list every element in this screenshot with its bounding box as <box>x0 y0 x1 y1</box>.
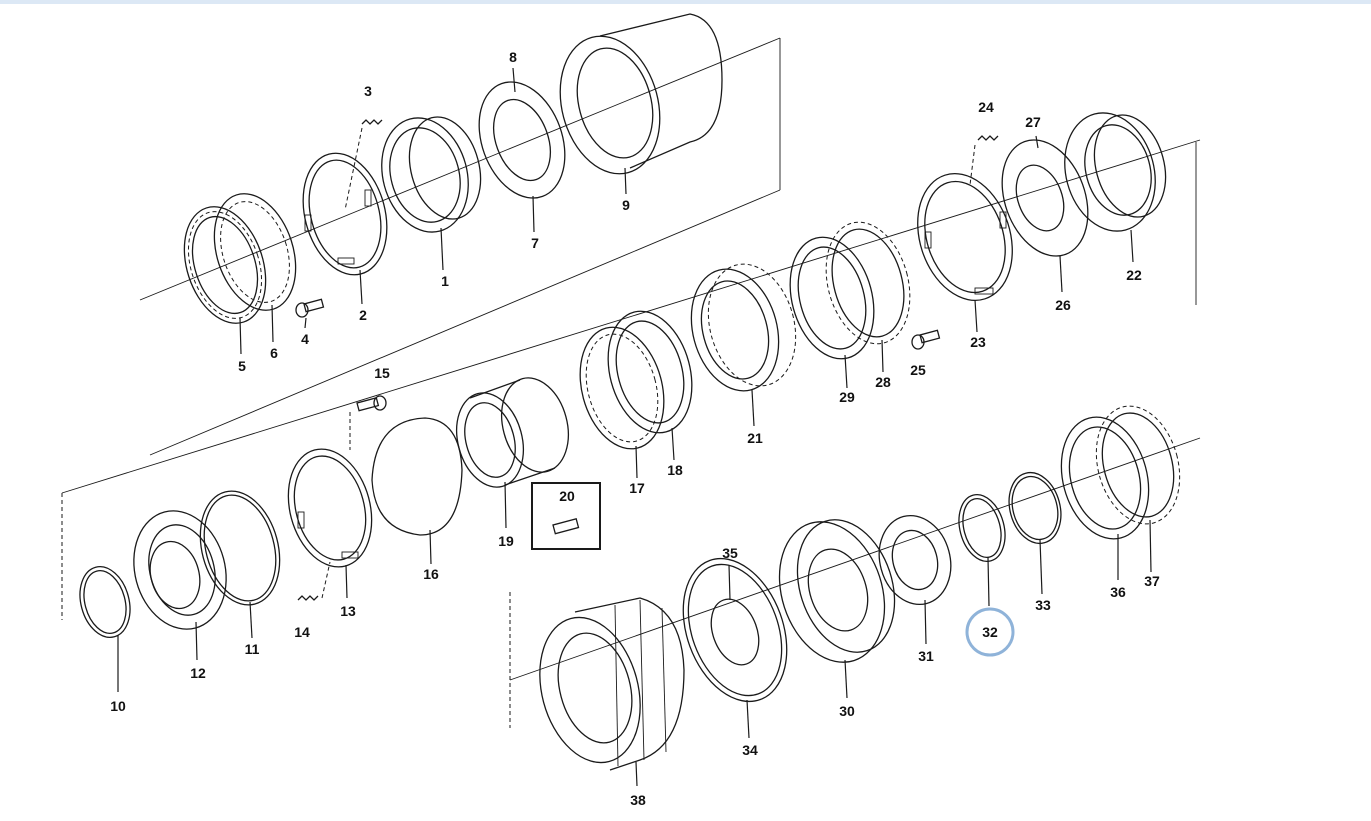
part-4-bolt[interactable] <box>295 298 325 318</box>
label-part-16[interactable]: 16 <box>423 566 439 582</box>
label-part-25[interactable]: 25 <box>910 362 926 378</box>
label-part-3[interactable]: 3 <box>364 83 372 99</box>
label-part-33[interactable]: 33 <box>1035 597 1051 613</box>
label-part-18[interactable]: 18 <box>667 462 683 478</box>
part-6-plate[interactable] <box>200 183 309 321</box>
part-33-ring[interactable] <box>1002 467 1069 549</box>
row3-assembly <box>509 397 1201 774</box>
part-15-bolt[interactable] <box>349 395 387 450</box>
label-part-12[interactable]: 12 <box>190 665 206 681</box>
part-3-spring[interactable] <box>344 119 383 211</box>
label-part-27[interactable]: 27 <box>1025 114 1041 130</box>
part-12-hub[interactable] <box>121 500 239 639</box>
label-part-6[interactable]: 6 <box>270 345 278 361</box>
part-23-retainer[interactable] <box>902 161 1028 312</box>
label-part-24[interactable]: 24 <box>978 99 994 115</box>
part-22-piston[interactable] <box>1052 103 1176 242</box>
selected-part-highlight <box>965 607 1015 657</box>
part-labels: 1 2 3 4 5 6 7 8 9 10 11 12 13 14 15 16 1… <box>110 49 1160 808</box>
label-part-10[interactable]: 10 <box>110 698 126 714</box>
leader-lines <box>117 67 1152 787</box>
label-part-8[interactable]: 8 <box>509 49 517 65</box>
label-part-37[interactable]: 37 <box>1144 573 1160 589</box>
label-part-28[interactable]: 28 <box>875 374 891 390</box>
label-part-31[interactable]: 31 <box>918 648 934 664</box>
part-17-plate[interactable] <box>567 318 676 458</box>
part-32-ring[interactable] <box>952 489 1012 566</box>
part-10-o-ring[interactable] <box>73 561 138 643</box>
part-8-ring[interactable] <box>464 70 580 210</box>
part-35-ring[interactable] <box>703 593 768 672</box>
label-part-2[interactable]: 2 <box>359 307 367 323</box>
label-part-21[interactable]: 21 <box>747 430 763 446</box>
label-part-38[interactable]: 38 <box>630 792 646 808</box>
label-part-22[interactable]: 22 <box>1126 267 1142 283</box>
part-36-plate[interactable] <box>1048 407 1161 549</box>
part-38-drum[interactable] <box>524 597 685 774</box>
label-part-36[interactable]: 36 <box>1110 584 1126 600</box>
part-27-ring[interactable] <box>987 128 1103 268</box>
label-part-34[interactable]: 34 <box>742 742 758 758</box>
label-part-20[interactable]: 20 <box>559 488 575 504</box>
label-part-7[interactable]: 7 <box>531 235 539 251</box>
label-part-9[interactable]: 9 <box>622 197 630 213</box>
part-18-plate[interactable] <box>595 302 704 442</box>
part-25-bolt[interactable] <box>911 329 941 350</box>
part-37-plate[interactable] <box>1084 397 1192 534</box>
part-13-retainer[interactable] <box>276 440 384 577</box>
part-9-drum[interactable] <box>546 13 723 185</box>
part-2-retainer[interactable] <box>290 144 399 284</box>
label-part-19[interactable]: 19 <box>498 533 514 549</box>
label-part-1[interactable]: 1 <box>441 273 449 289</box>
part-11-ring[interactable] <box>188 482 291 614</box>
label-part-29[interactable]: 29 <box>839 389 855 405</box>
label-part-4[interactable]: 4 <box>301 331 309 347</box>
label-part-26[interactable]: 26 <box>1055 297 1071 313</box>
top-bar <box>0 0 1371 4</box>
part-14-spring[interactable] <box>297 561 331 601</box>
part-29-plate[interactable] <box>777 228 886 368</box>
row2-assembly <box>61 103 1201 643</box>
label-part-11[interactable]: 11 <box>245 641 260 657</box>
row1-assembly <box>139 13 781 456</box>
label-part-23[interactable]: 23 <box>970 334 986 350</box>
part-34-ring[interactable] <box>665 544 806 716</box>
label-part-13[interactable]: 13 <box>340 603 356 619</box>
part-24-spring[interactable] <box>969 135 999 186</box>
label-part-32[interactable]: 32 <box>982 624 998 640</box>
label-part-17[interactable]: 17 <box>629 480 645 496</box>
part-30-piston[interactable] <box>762 507 911 676</box>
part-19-splined-hub[interactable] <box>447 370 579 494</box>
part-5-plate[interactable] <box>170 196 279 334</box>
part-1-piston[interactable] <box>369 108 491 242</box>
part-20-key[interactable] <box>531 482 601 550</box>
part-16-snap-ring[interactable] <box>371 417 463 536</box>
part-28-plate[interactable] <box>813 213 922 353</box>
label-part-15[interactable]: 15 <box>374 365 390 381</box>
part-31-washer[interactable] <box>870 507 961 612</box>
label-part-35[interactable]: 35 <box>722 545 738 561</box>
label-part-14[interactable]: 14 <box>294 624 310 640</box>
part-21-gear[interactable] <box>678 254 808 401</box>
label-part-5[interactable]: 5 <box>238 358 246 374</box>
label-part-30[interactable]: 30 <box>839 703 855 719</box>
